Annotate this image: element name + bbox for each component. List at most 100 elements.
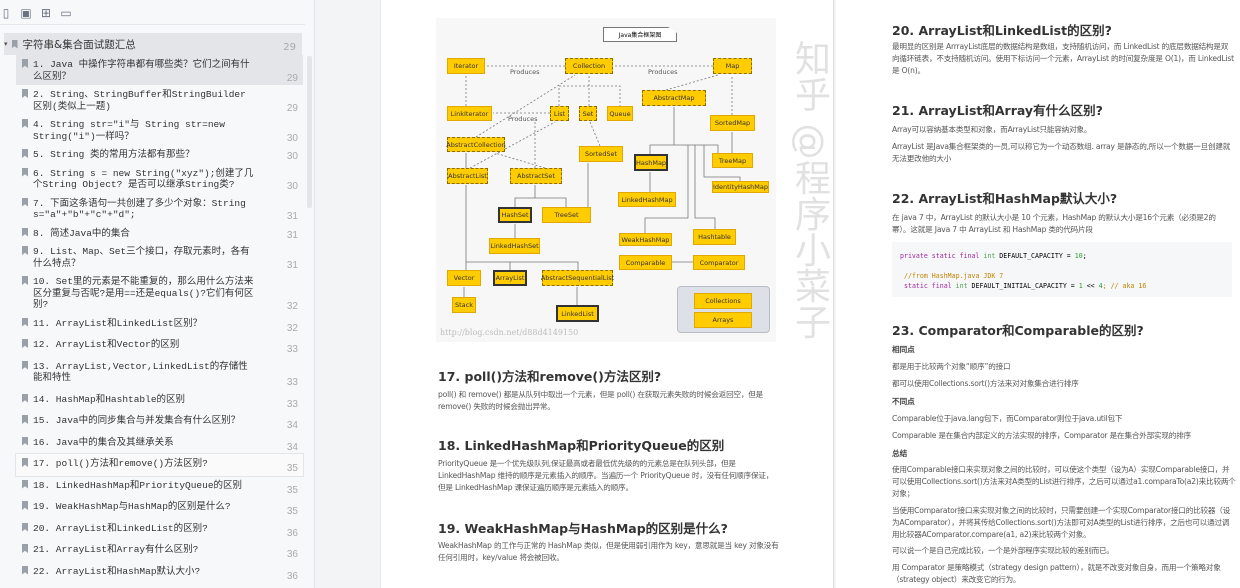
node-sortedset: SortedSet bbox=[579, 146, 623, 162]
sidebar-scrollbar[interactable] bbox=[307, 56, 312, 208]
page-number: 30 bbox=[286, 151, 298, 162]
page-number: 36 bbox=[286, 527, 298, 539]
outline-item-label: 13. ArrayList,Vector,LinkedList的存储性能和特性 bbox=[33, 360, 248, 384]
page-number: 36 bbox=[286, 570, 298, 582]
bookmark-add-icon[interactable]: ⊞ bbox=[40, 6, 52, 20]
answer-line: Comparable位于java.lang包下，而Comparator则位于ja… bbox=[892, 414, 1123, 423]
answer-summary-2: 当使用Comparator接口来实现对象之间的比较时，只需要创建一个实现Comp… bbox=[892, 506, 1231, 539]
bookmark-icon bbox=[22, 227, 28, 237]
page-number: 35 bbox=[286, 484, 298, 496]
bookmark-icon bbox=[22, 197, 28, 207]
node-collection: Collection bbox=[565, 58, 613, 74]
panel-icon[interactable]: ▯ bbox=[2, 6, 10, 20]
outline-item[interactable]: 22. ArrayList和HashMap默认大小? 36 bbox=[16, 562, 303, 584]
node-comparator: Comparator bbox=[693, 255, 745, 270]
answer-q17: poll() 和 remove() 都是从队列中取出一个元素，但是 poll()… bbox=[438, 390, 764, 411]
answer-summary-1: 使用Comparable接口来实现对象之间的比较时，可以使这个类型（设为A）实现… bbox=[892, 465, 1236, 498]
thumbnail-icon[interactable]: ▣ bbox=[20, 6, 32, 20]
answer-summary-4: 用 Comparator 是策略模式（strategy design patte… bbox=[892, 563, 1221, 584]
answer-q21-p1: Array可以容纳基本类型和对象，而ArrayList只能容纳对象。 bbox=[892, 125, 1092, 134]
node-abstractmap: AbstractMap bbox=[642, 90, 706, 106]
outline-item[interactable]: 19. WeakHashMap与HashMap的区别是什么?35 bbox=[16, 497, 303, 519]
outline-item-label: 1. Java 中操作字符串都有哪些类？它们之间有什么区别？ bbox=[33, 59, 250, 82]
page-number: 31 bbox=[286, 211, 298, 222]
page-number: 29 bbox=[286, 72, 298, 84]
node-stack: Stack bbox=[452, 297, 476, 313]
bookmark-icon bbox=[22, 436, 28, 446]
outline-item[interactable]: 5. String 类的常用方法都有那些？30 bbox=[16, 145, 303, 164]
page-number: 33 bbox=[286, 377, 298, 388]
page-number: 30 bbox=[286, 181, 298, 192]
node-queue: Queue bbox=[607, 106, 633, 121]
outline-item[interactable]: 21. ArrayList和Array有什么区别?36 bbox=[16, 540, 303, 562]
node-comparable: Comparable bbox=[619, 255, 672, 270]
outline-item[interactable]: 13. ArrayList,Vector,LinkedList的存储性能和特性 3… bbox=[16, 357, 303, 390]
outline-item[interactable]: 17. poll()方法和remove()方法区别?35 bbox=[15, 453, 304, 477]
node-linkedhashset: LinkedHashSet bbox=[489, 238, 540, 254]
node-iterator: Iterator bbox=[447, 58, 485, 74]
page-number: 33 bbox=[286, 398, 298, 410]
node-map: Map bbox=[713, 58, 752, 74]
produces-label: Produces bbox=[510, 68, 540, 76]
answer-q20: 最明显的区别是 ArrrayList底层的数据结构是数组，支持随机访问，而 Li… bbox=[892, 42, 1234, 75]
outline-item-label: 15. Java中的同步集合与并发集合有什么区别？ bbox=[33, 415, 241, 426]
outline-item[interactable]: 4. String str="i"与 String str=new String… bbox=[16, 115, 303, 145]
node-arraylist: ArrayList bbox=[493, 270, 527, 286]
outline-item[interactable]: 6. String s = new String("xyz");创建了几个Str… bbox=[16, 164, 303, 194]
page-number: 31 bbox=[286, 259, 298, 271]
node-linkedlist: LinkedList bbox=[556, 305, 599, 322]
outline-root-label: 字符串&集合面试题汇总 bbox=[22, 38, 136, 51]
answer-line: 都是用于比较两个对象“顺序”的接口 bbox=[892, 362, 1011, 371]
bookmark-icon bbox=[22, 393, 28, 403]
subheading-same: 相同点 bbox=[892, 345, 915, 354]
outline-item-label: 21. ArrayList和Array有什么区别? bbox=[33, 544, 199, 555]
bookmark-icon bbox=[22, 544, 28, 553]
outline-item[interactable]: 18. LinkedHashMap和PriorityQueue的区别 35 bbox=[16, 476, 303, 498]
outline-item[interactable]: 15. Java中的同步集合与并发集合有什么区别？34 bbox=[16, 411, 303, 433]
node-arrays: Arrays bbox=[694, 312, 752, 328]
bookmark-sidebar: ▯ ▣ ⊞ ▭ ▾ 字符串&集合面试题汇总 29 1. Java 中操作字符串都… bbox=[0, 0, 315, 588]
node-sortedmap: SortedMap bbox=[710, 115, 755, 131]
heading-q18: 18. LinkedHashMap和PriorityQueue的区别 bbox=[438, 438, 725, 453]
outline-item[interactable]: 1. Java 中操作字符串都有哪些类？它们之间有什么区别？ 29 bbox=[16, 55, 303, 85]
bookmark-icon bbox=[22, 119, 28, 128]
bookmark-icon bbox=[11, 39, 18, 49]
outline-item[interactable]: 9. List、Map、Set三个接口，存取元素时，各有什么特点？31 bbox=[16, 242, 303, 272]
node-hashmap: HashMap bbox=[634, 154, 668, 171]
diagram-title: Java集合框架图 bbox=[603, 27, 677, 42]
diagram-watermark: http://blog.csdn.net/d88d4149150 bbox=[440, 328, 579, 337]
answer-q19: WeakHashMap 的工作与正常的 HashMap 类似，但是使用弱引用作为… bbox=[438, 541, 779, 562]
bookmark-icon bbox=[22, 415, 28, 424]
node-linkiterator: LinkIterator bbox=[447, 106, 492, 121]
divider bbox=[0, 24, 305, 25]
node-treeset: TreeSet bbox=[542, 207, 591, 223]
page-number: 31 bbox=[286, 229, 298, 241]
outline-root[interactable]: ▾ 字符串&集合面试题汇总 29 bbox=[4, 33, 302, 55]
outline-item-label: 19. WeakHashMap与HashMap的区别是什么? bbox=[33, 501, 231, 512]
bookmark-icon bbox=[22, 317, 28, 327]
node-weakhashmap: WeakHashMap bbox=[619, 233, 672, 246]
page-number: 34 bbox=[286, 441, 298, 453]
outline-item-label: 22. ArrayList和HashMap默认大小? bbox=[33, 565, 201, 577]
page-number: 32 bbox=[286, 301, 298, 312]
bookmark-icon bbox=[22, 522, 28, 532]
bookmark-icon[interactable]: ▭ bbox=[60, 6, 72, 20]
pdf-page-right: 20. ArrayList和LinkedList的区别? 最明显的区别是 Arr… bbox=[836, 0, 1240, 588]
page-number: 32 bbox=[286, 322, 298, 334]
heading-q19: 19. WeakHashMap与HashMap的区别是什么? bbox=[438, 521, 728, 536]
outline-item[interactable]: 10. Set里的元素是不能重复的，那么用什么方法来区分重复与否呢?是用==还是… bbox=[16, 272, 303, 314]
outline-item[interactable]: 20. ArrayList和LinkedList的区别?36 bbox=[16, 519, 303, 541]
outline-item[interactable]: 7. 下面这条语句一共创建了多少个对象：String s="a"+"b"+"c"… bbox=[16, 194, 303, 224]
outline-item-label: 18. LinkedHashMap和PriorityQueue的区别 bbox=[33, 479, 243, 491]
produces-label: Produces bbox=[648, 68, 678, 76]
outline-item[interactable]: 2. String、StringBuffer和StringBuilder区别(类… bbox=[16, 85, 303, 115]
outline-item-label: 7. 下面这条语句一共创建了多少个对象：String s="a"+"b"+"c"… bbox=[33, 197, 246, 221]
answer-line: 都可以使用Collections.sort()方法来对对象集合进行排序 bbox=[892, 379, 1079, 388]
collapse-arrow-icon[interactable]: ▾ bbox=[4, 40, 8, 48]
outline-item[interactable]: 11. ArrayList和LinkedList区别？32 bbox=[16, 314, 303, 336]
heading-q22: 22. ArrayList和HashMap默认大小? bbox=[892, 191, 1118, 206]
